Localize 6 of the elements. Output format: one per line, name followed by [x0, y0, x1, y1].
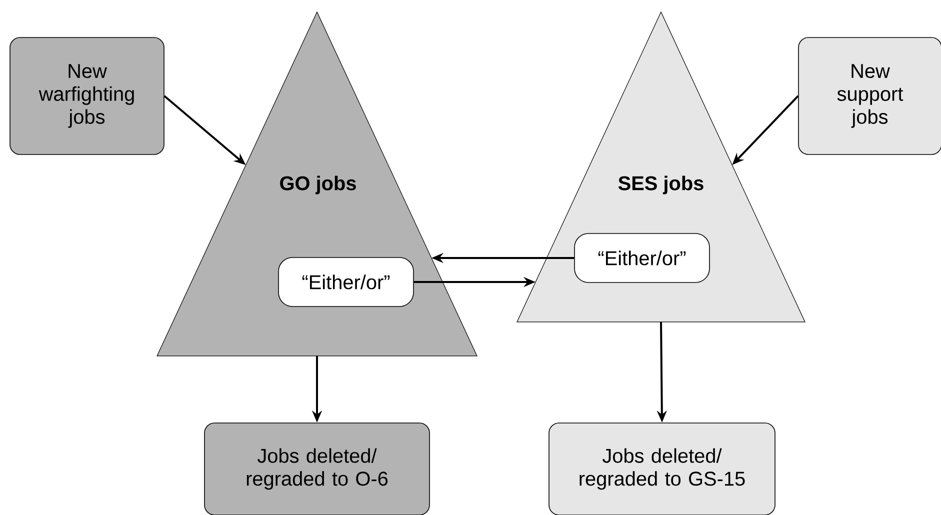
rounded-label: “Either/or” — [574, 233, 710, 283]
process-box: New warfighting jobs — [10, 37, 164, 155]
rounded-label: “Either/or” — [278, 257, 414, 307]
process-box: New support jobs — [798, 37, 941, 155]
process-box: Jobs deleted/ regraded to O-6 — [204, 422, 430, 515]
process-box: Jobs deleted/ regraded to GS-15 — [548, 422, 776, 515]
